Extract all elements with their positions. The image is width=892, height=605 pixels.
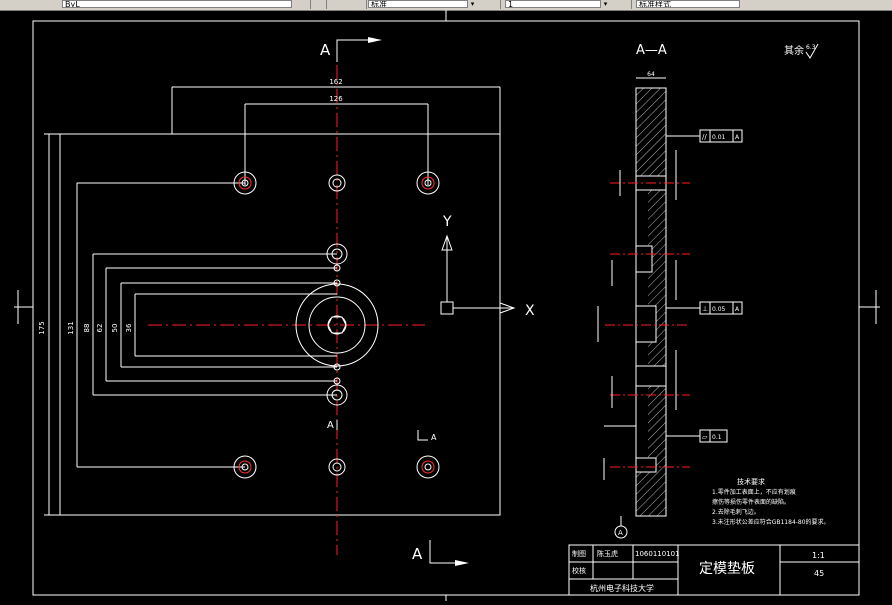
material-value: 45 (814, 569, 824, 578)
gdt-frame-parallel: // 0.01 A (666, 129, 743, 143)
surface-note: 其余 (784, 44, 804, 57)
dim-style-button[interactable] (486, 0, 501, 9)
style-field[interactable]: 标准 (368, 0, 476, 8)
student-id: 1060110101 (635, 550, 680, 558)
tech-req-line-1: 1.零件加工表面上，不应有划痕 (712, 488, 796, 496)
scale-value: 1:1 (812, 551, 825, 560)
section-label-left: A (327, 420, 334, 431)
dim-top-inner: 126 (329, 95, 343, 103)
layer-previous-button[interactable] (312, 0, 327, 9)
svg-text:0.1: 0.1 (712, 434, 722, 441)
match-properties-button[interactable] (352, 0, 367, 9)
svg-text:0.01: 0.01 (712, 134, 726, 141)
drawn-label: 制图 (572, 549, 586, 558)
title-block (568, 544, 860, 596)
axis-y-label: Y (442, 214, 452, 230)
drawing-canvas[interactable]: 162 126 175 131 88 62 50 36 (0, 10, 892, 605)
chevron-down-icon[interactable]: ▾ (600, 0, 610, 8)
dim-left-131: 131 (67, 321, 75, 334)
tech-req-line-4: 3.未注形状公差应符合GB1184-80的要求。 (712, 518, 830, 526)
axis-x-label: X (525, 303, 535, 319)
section-label-small: A (431, 433, 437, 442)
tech-req-title: 技术要求 (737, 477, 765, 486)
section-label-top: A (320, 41, 331, 59)
side-section-hatch (636, 88, 648, 178)
dim-left-36: 36 (125, 323, 133, 332)
layer-manager-button[interactable] (296, 0, 311, 9)
ucs-icon (440, 234, 516, 315)
dim-top-overall: 162 (329, 78, 342, 86)
section-label-bottom: A (412, 545, 423, 563)
view-title: A—A (636, 43, 667, 58)
text-style-field[interactable]: 标准样式 (636, 0, 740, 8)
status-strip (0, 601, 892, 605)
dim-left-62: 62 (96, 324, 104, 333)
svg-text:A: A (618, 529, 623, 537)
tech-req-line-2: 擦伤等损伤零件表面的缺陷。 (712, 498, 790, 506)
drawn-name: 陈玉虎 (597, 549, 618, 558)
school-name: 杭州电子科技大学 (590, 583, 654, 593)
dim-left-overall: 175 (38, 321, 46, 334)
plate-outline (59, 133, 501, 516)
svg-text:A: A (735, 306, 740, 313)
check-label: 校核 (572, 566, 586, 575)
datum-marker: A (614, 516, 628, 539)
svg-text:▱: ▱ (702, 433, 708, 441)
side-section-hatch (648, 88, 666, 516)
part-name: 定模垫板 (699, 561, 755, 577)
dim-style-field[interactable]: 1 (505, 0, 609, 8)
tech-req-line-3: 2.去除毛刺飞边。 (712, 508, 760, 516)
dim-left-88: 88 (83, 324, 91, 333)
text-style-button[interactable] (617, 0, 632, 9)
gdt-frame-perpendicular: ⊥ 0.05 A (666, 301, 743, 315)
dim-left-50: 50 (111, 324, 119, 333)
svg-text:⊥: ⊥ (702, 305, 708, 313)
chevron-down-icon[interactable]: ▾ (467, 0, 477, 8)
svg-text:0.05: 0.05 (712, 306, 726, 313)
bolt-holes (233, 171, 440, 479)
layer-field[interactable]: ByL (62, 0, 292, 8)
sprue-hole (295, 283, 379, 367)
dim-side-top: 64 (647, 71, 655, 78)
side-section-hatch (636, 470, 648, 516)
svg-text:A: A (735, 134, 740, 141)
svg-text://: // (702, 133, 707, 141)
surface-value: 6.3 (806, 44, 816, 51)
gdt-frame-flatness: ▱ 0.1 (666, 429, 728, 443)
